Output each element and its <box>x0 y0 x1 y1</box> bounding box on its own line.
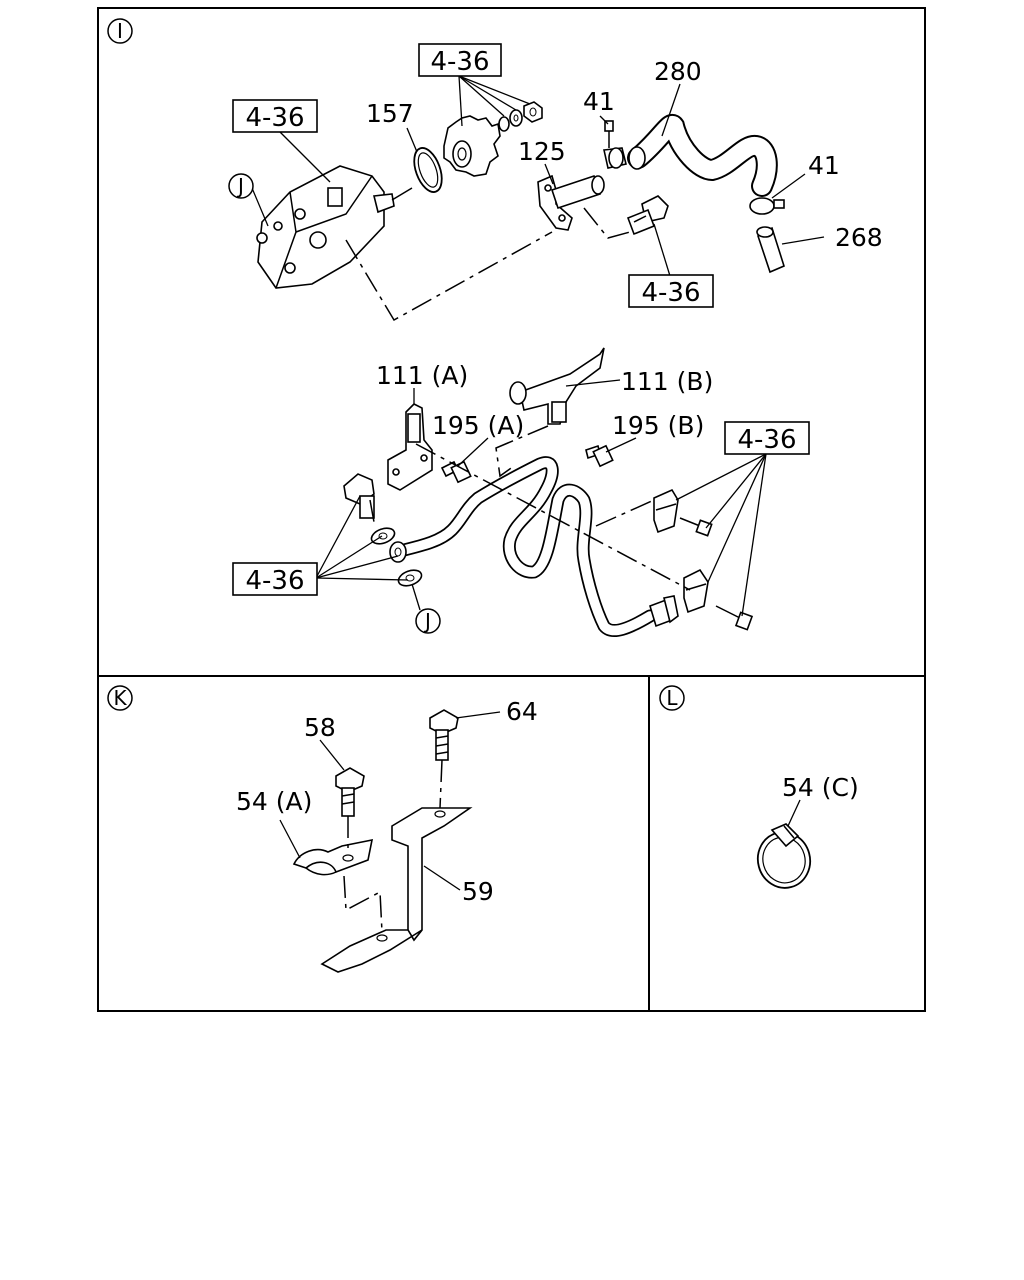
washer-small <box>498 116 510 132</box>
svg-text:4-36: 4-36 <box>737 425 796 455</box>
label-54c: 54 (C) <box>782 773 859 802</box>
bracket-59 <box>320 807 473 973</box>
leader-lines-bottom <box>315 379 767 617</box>
section-i-frame <box>97 7 926 677</box>
label-41-top: 41 <box>583 87 615 116</box>
ref-box-left: 4-36 <box>232 562 318 596</box>
leader-lines-k <box>279 711 501 891</box>
alignment-line-clamp <box>595 499 655 527</box>
hose-clamp-41-right <box>749 197 785 215</box>
label-58: 58 <box>304 713 336 742</box>
ref-box-pump: 4-36 <box>232 99 318 133</box>
section-k-marker: K <box>107 685 133 711</box>
bolt-195a <box>440 460 472 484</box>
o-ring-157 <box>413 147 443 193</box>
clamp-bolt-lower <box>715 605 754 631</box>
label-59: 59 <box>462 877 494 906</box>
callout-j-pipe: J <box>415 608 441 634</box>
pipe-clamp-lower <box>683 568 709 614</box>
bracket-111b <box>509 347 605 425</box>
power-steering-pump <box>256 165 413 289</box>
svg-text:I: I <box>117 19 123 43</box>
clamp-bolt-upper <box>679 517 713 537</box>
svg-text:L: L <box>666 686 678 710</box>
alignment-line-clamp-bracket <box>343 875 383 933</box>
label-125: 125 <box>518 137 566 166</box>
label-111b: 111 (B) <box>621 367 713 396</box>
svg-text:4-36: 4-36 <box>641 278 700 308</box>
alignment-line-bolt-64 <box>439 759 443 809</box>
pipe-clamp-upper <box>653 488 679 534</box>
ref-box-top: 4-36 <box>418 43 502 77</box>
section-i-marker: I <box>107 18 133 44</box>
nut <box>523 101 543 123</box>
label-54a: 54 (A) <box>236 787 312 816</box>
hose-clamp-54c <box>756 823 812 889</box>
washer-medium <box>509 109 523 127</box>
ref-box-pipe-bolt: 4-36 <box>628 274 714 308</box>
hose-clamp-41-top <box>603 120 627 169</box>
section-l-marker: L <box>659 685 685 711</box>
svg-text:4-36: 4-36 <box>245 103 304 133</box>
bolt-64 <box>429 709 459 761</box>
label-41-right: 41 <box>808 151 840 180</box>
label-195b: 195 (B) <box>612 411 704 440</box>
hose-280 <box>627 113 778 197</box>
drive-gear <box>443 115 501 177</box>
label-268: 268 <box>835 223 883 252</box>
label-64: 64 <box>506 697 538 726</box>
steering-pipe <box>389 456 679 637</box>
bolt-195b <box>585 444 614 468</box>
bracket-111a <box>387 403 433 491</box>
washer-left-lower <box>397 569 423 587</box>
union-bolt <box>626 195 669 236</box>
union-bolt-left <box>343 473 375 519</box>
clamp-54a <box>292 838 374 876</box>
pipe-125 <box>537 174 605 231</box>
label-195a: 195 (A) <box>432 411 524 440</box>
hose-268 <box>756 226 785 274</box>
leader-line-54c <box>787 799 801 827</box>
svg-text:4-36: 4-36 <box>430 47 489 77</box>
bolt-58 <box>335 767 365 817</box>
alignment-line-washers <box>369 499 375 523</box>
label-157: 157 <box>366 99 414 128</box>
alignment-line-bolt <box>583 207 631 239</box>
ref-box-right: 4-36 <box>724 421 810 455</box>
svg-text:K: K <box>113 686 127 710</box>
svg-text:J: J <box>423 609 431 633</box>
label-280: 280 <box>654 57 702 86</box>
svg-text:J: J <box>236 174 244 198</box>
callout-j-pump: J <box>228 173 254 199</box>
alignment-line-pipe <box>415 443 691 591</box>
section-l-frame <box>648 675 926 1012</box>
label-111a: 111 (A) <box>376 361 468 390</box>
leader-lines-top <box>251 75 825 277</box>
alignment-line-pump <box>345 231 553 322</box>
section-k-frame <box>97 675 650 1012</box>
washer-left-upper <box>370 527 396 545</box>
svg-text:4-36: 4-36 <box>245 566 304 596</box>
alignment-line-bracket-b <box>495 425 549 478</box>
